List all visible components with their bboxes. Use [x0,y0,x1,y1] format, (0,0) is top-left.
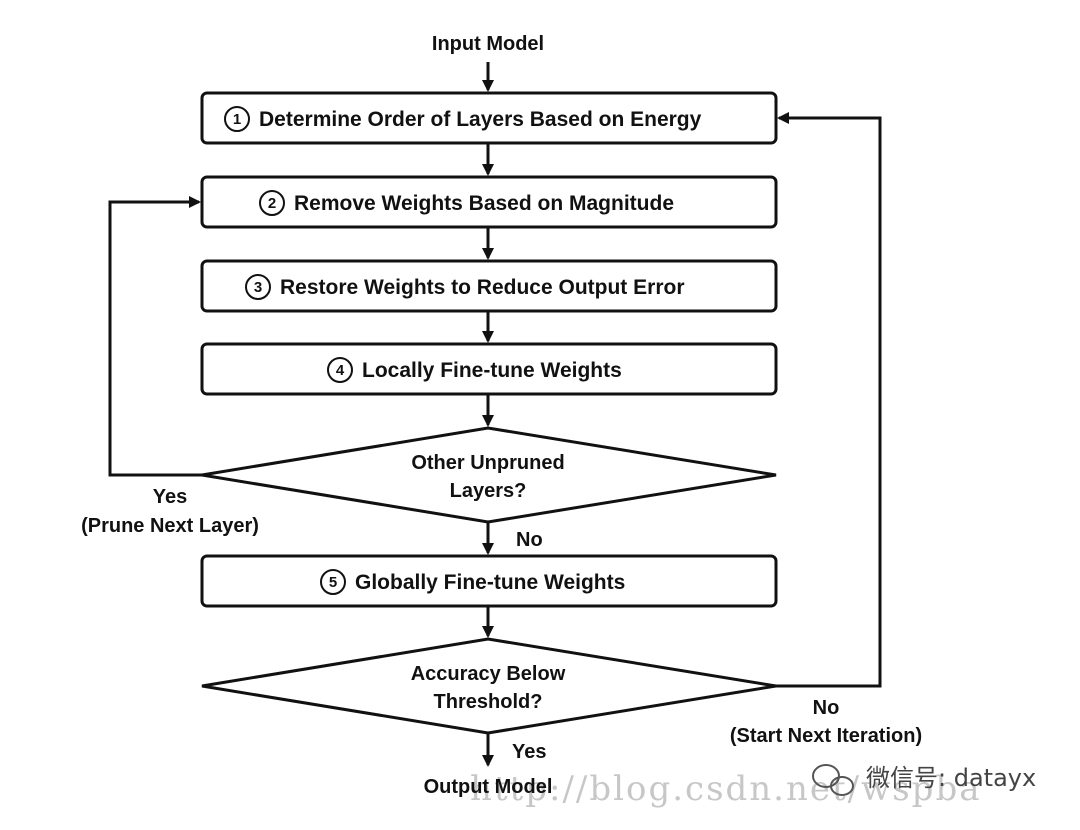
wechat-icon [812,764,854,796]
step-number-1-icon [224,106,250,132]
decision-1-line1: Other Unpruned [411,452,564,474]
step-number-4: 4 [336,362,345,379]
step-label-4: Locally Fine-tune Weights [362,359,622,382]
decision-1-line2: Layers? [450,480,527,502]
wechat-id: 微信号: datayx [866,764,1036,792]
step-number-2-icon [259,190,285,216]
decision-1-yes-sublabel: (Prune Next Layer) [81,515,259,537]
input-model-label: Input Model [432,33,544,55]
step-box-1: 1 Determine Order of Layers Based on Ene… [200,91,778,145]
step-number-2: 2 [268,195,276,212]
step-label-3: Restore Weights to Reduce Output Error [280,276,685,299]
step-label-2: Remove Weights Based on Magnitude [294,192,674,215]
step-box-3: 3 Restore Weights to Reduce Output Error [200,259,778,313]
step-label-1: Determine Order of Layers Based on Energ… [259,108,702,131]
decision-2-yes-label: Yes [512,741,546,763]
arrow-yes-loop-to-step2 [108,196,202,477]
decision-2-no-label: No [813,697,840,719]
decision-2-line2: Threshold? [434,691,543,713]
step-box-5: 5 Globally Fine-tune Weights [200,554,778,608]
decision-2-line1: Accuracy Below [411,663,566,685]
decision-2-no-sublabel: (Start Next Iteration) [730,725,922,747]
arrow-no-loop-to-step1 [776,112,882,688]
decision-diamond-2: Accuracy Below Threshold? [201,637,777,735]
flow-arrows [108,62,882,767]
step-number-5-icon [320,569,346,595]
step-number-4-icon [327,357,353,383]
step-number-3: 3 [254,279,262,296]
output-model-label: Output Model [424,776,553,798]
step-number-3-icon [245,274,271,300]
step-label-5: Globally Fine-tune Weights [355,571,625,594]
step-number-1: 1 [233,111,241,128]
wechat-watermark: 微信号: datayx [812,764,1036,796]
step-number-5: 5 [329,574,337,591]
decision-1-yes-label: Yes [153,486,187,508]
decision-1-no-label: No [516,529,543,551]
decision-diamond-1: Other Unpruned Layers? [201,426,777,524]
step-box-4: 4 Locally Fine-tune Weights [200,342,778,396]
step-box-2: 2 Remove Weights Based on Magnitude [200,175,778,229]
watermark-url: http://blog.csdn.net/wspba [470,769,981,809]
